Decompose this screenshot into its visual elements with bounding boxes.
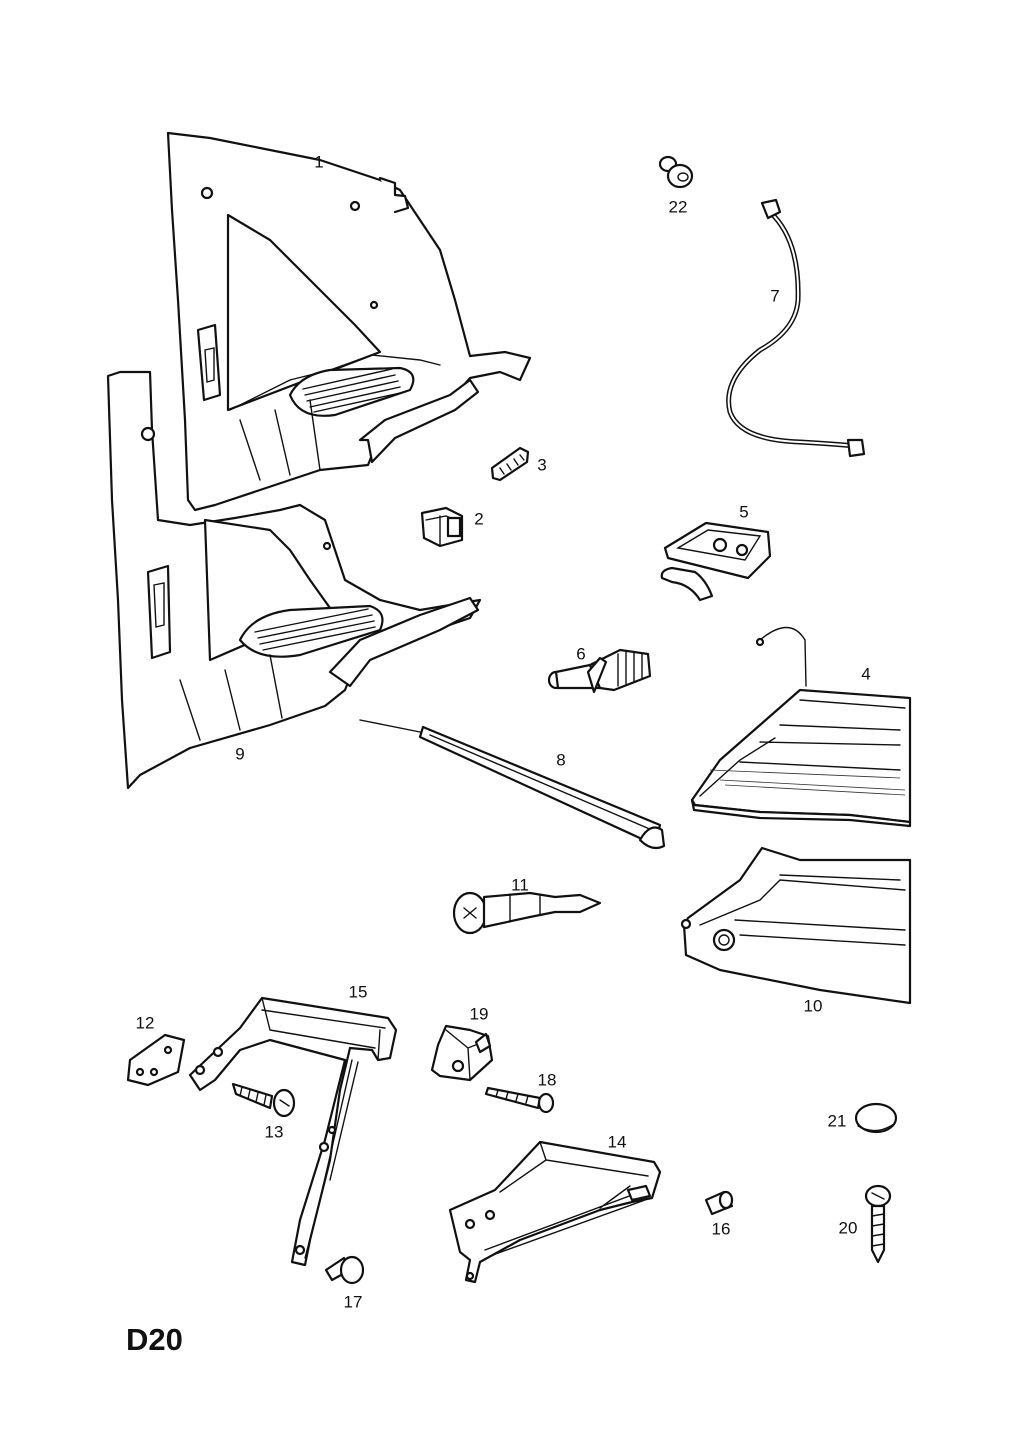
part-10-parcel-shelf-lower — [680, 846, 912, 1005]
callout-16: 16 — [711, 1219, 731, 1239]
part-9-quarter-trim-lower — [106, 370, 482, 790]
part-12-plate — [126, 1033, 186, 1087]
callout-10: 10 — [803, 996, 823, 1016]
callout-8: 8 — [556, 750, 566, 770]
part-3-clip — [490, 446, 530, 482]
part-21-plug — [854, 1102, 898, 1134]
part-14-hinge-bracket — [448, 1140, 662, 1284]
callout-1: 1 — [314, 152, 324, 172]
callout-5: 5 — [739, 502, 749, 522]
callout-6: 6 — [576, 644, 586, 664]
callout-9: 9 — [235, 744, 245, 764]
part-22-cap — [658, 155, 694, 189]
callout-2: 2 — [474, 509, 484, 529]
part-7-cable — [726, 198, 866, 458]
part-11-push-rivet — [452, 891, 602, 935]
callout-15: 15 — [348, 982, 368, 1002]
callout-18: 18 — [537, 1070, 557, 1090]
callout-4: 4 — [861, 664, 871, 684]
part-15-hinge-bracket — [188, 996, 398, 1267]
part-6-bulb-holder — [547, 648, 652, 694]
callout-14: 14 — [607, 1132, 627, 1152]
part-20-screw — [864, 1184, 892, 1264]
callout-19: 19 — [469, 1004, 489, 1024]
part-19-catch — [430, 1024, 494, 1082]
callout-3: 3 — [537, 455, 547, 475]
callout-22: 22 — [668, 197, 688, 217]
part-18-screw — [484, 1086, 555, 1114]
part-4-parcel-shelf — [690, 626, 912, 828]
callout-12: 12 — [135, 1013, 155, 1033]
callout-20: 20 — [838, 1218, 858, 1238]
part-17-bolt — [324, 1255, 365, 1285]
part-16-bush — [704, 1190, 734, 1216]
part-5-lamp-housing — [660, 521, 772, 602]
page-code: D20 — [126, 1322, 183, 1357]
callout-11: 11 — [511, 875, 529, 895]
part-8-sealing-strip — [359, 719, 666, 850]
part-2-clip — [420, 506, 464, 548]
callout-21: 21 — [827, 1111, 847, 1131]
callout-17: 17 — [343, 1292, 363, 1312]
callout-7: 7 — [770, 286, 780, 306]
part-1-quarter-trim-upper — [166, 131, 532, 512]
part-13-bolt — [231, 1082, 296, 1118]
callout-13: 13 — [264, 1122, 284, 1142]
